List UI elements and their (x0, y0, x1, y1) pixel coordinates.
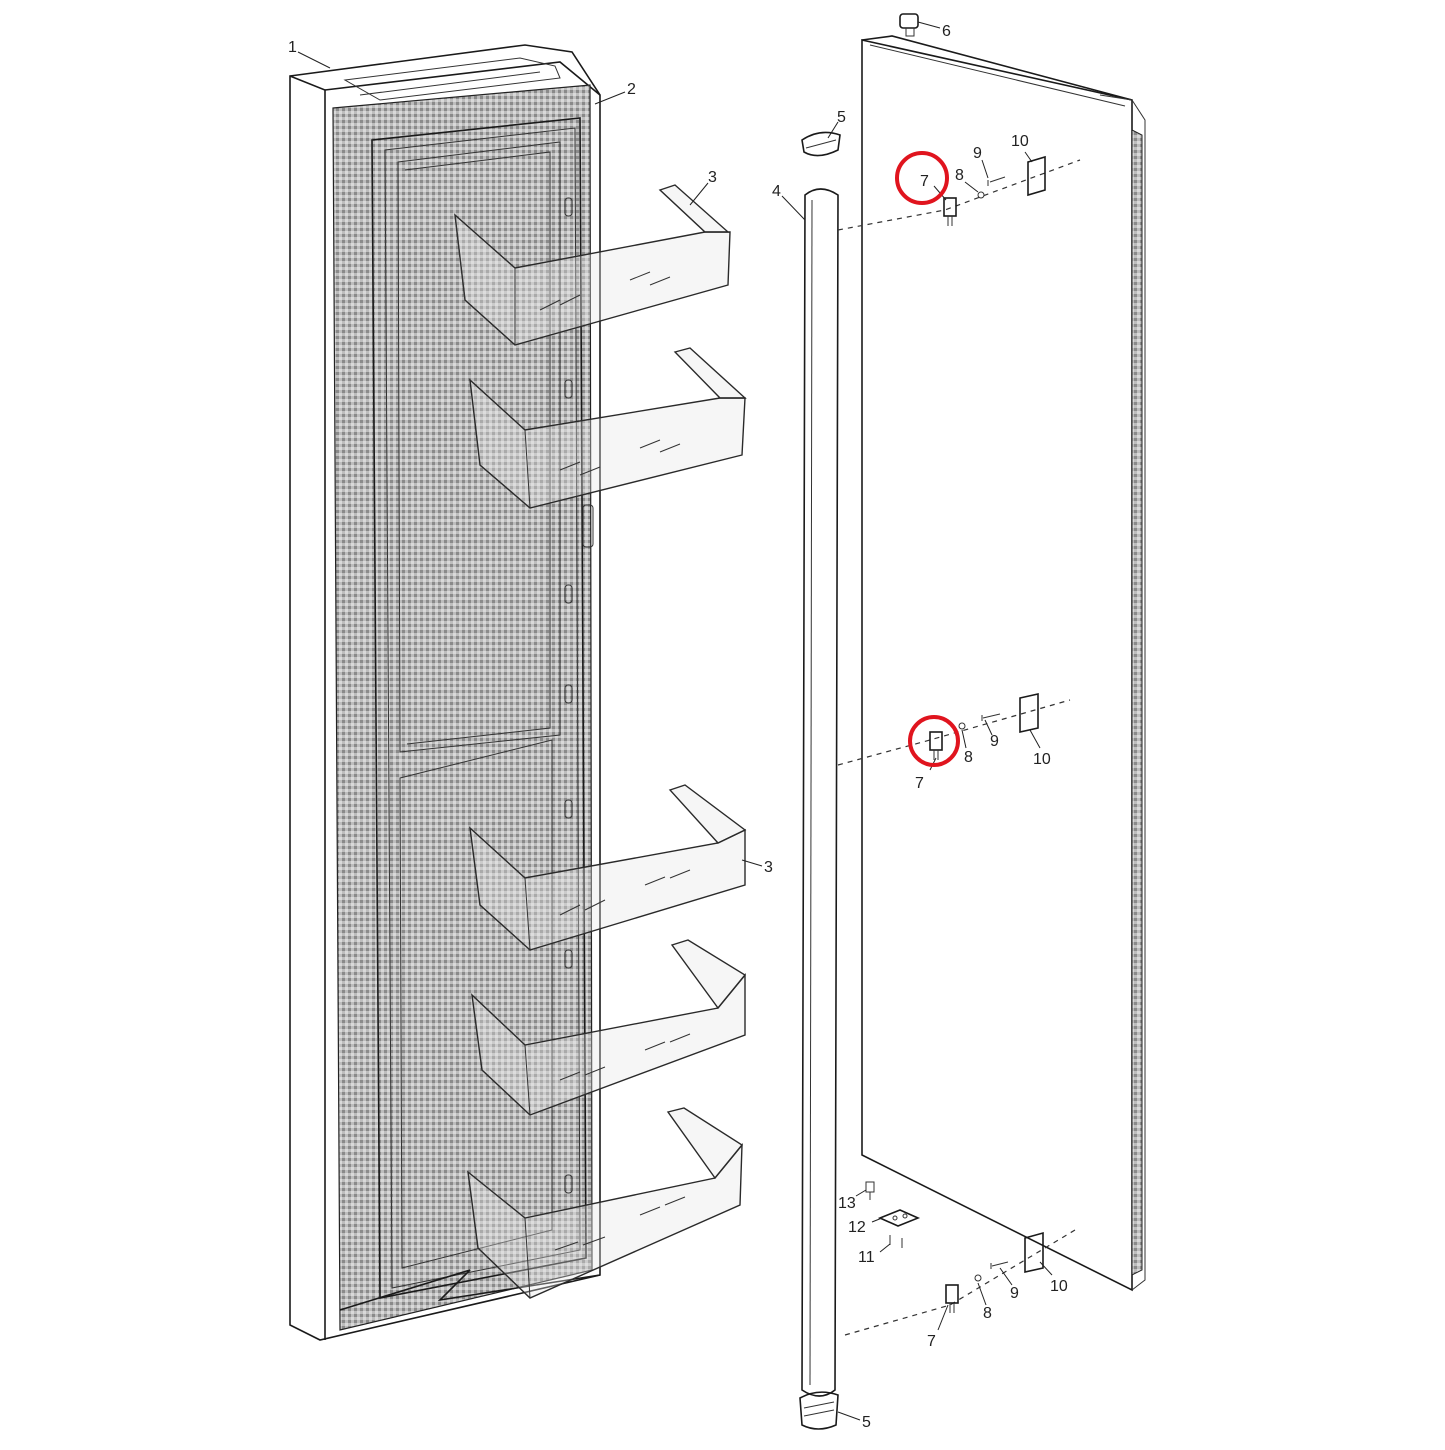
door-bin-3 (469, 784, 747, 951)
callout-7-middle: 7 (915, 775, 924, 792)
door-bin-4 (471, 939, 747, 1116)
door-bin-5 (467, 1107, 744, 1299)
callout-10-upper: 10 (1011, 133, 1029, 150)
callout-7-lower: 7 (927, 1333, 936, 1350)
callout-8-upper: 8 (955, 167, 964, 184)
leader-lines (297, 21, 1053, 1421)
hardware-lower (945, 1231, 1044, 1313)
breaker-strip (801, 188, 839, 1397)
hinge-bottom (865, 1181, 921, 1248)
callout-6: 6 (942, 23, 951, 40)
assembly-lines (837, 159, 1081, 1336)
callout-8-middle: 8 (964, 749, 973, 766)
door-liner-assembly (289, 44, 601, 1341)
callout-3-lower: 3 (764, 859, 773, 876)
callout-3-upper: 3 (708, 169, 717, 186)
callout-11: 11 (858, 1249, 875, 1266)
hinge-pin-top (899, 13, 919, 37)
callout-9-middle: 9 (990, 733, 999, 750)
callout-10-middle: 10 (1033, 751, 1051, 768)
hardware-upper (943, 155, 1046, 226)
callout-13: 13 (838, 1195, 856, 1212)
callout-1: 1 (288, 39, 297, 56)
highlight-circle-upper (895, 151, 949, 205)
highlight-circles (895, 151, 960, 767)
callout-5-bottom: 5 (862, 1414, 871, 1431)
callout-7-upper: 7 (920, 173, 929, 190)
door-bin-2 (469, 347, 747, 509)
callout-9-lower: 9 (1010, 1285, 1019, 1302)
hardware-middle (929, 693, 1039, 760)
callout-12: 12 (848, 1219, 866, 1236)
callout-2: 2 (627, 81, 636, 98)
end-cap-bottom (799, 1391, 839, 1430)
callout-4: 4 (772, 183, 781, 200)
callout-8-lower: 8 (983, 1305, 992, 1322)
highlight-circle-middle (908, 715, 960, 767)
end-cap-top (801, 131, 841, 157)
callout-10-lower: 10 (1050, 1278, 1068, 1295)
callout-9-upper: 9 (973, 145, 982, 162)
door-bin-1 (454, 184, 731, 346)
callout-labels: 1 2 3 3 4 5 5 6 7 7 7 8 8 8 9 9 9 10 10 … (288, 23, 1068, 1431)
callout-5-top: 5 (837, 109, 846, 126)
door-outer-panel (861, 35, 1146, 1292)
